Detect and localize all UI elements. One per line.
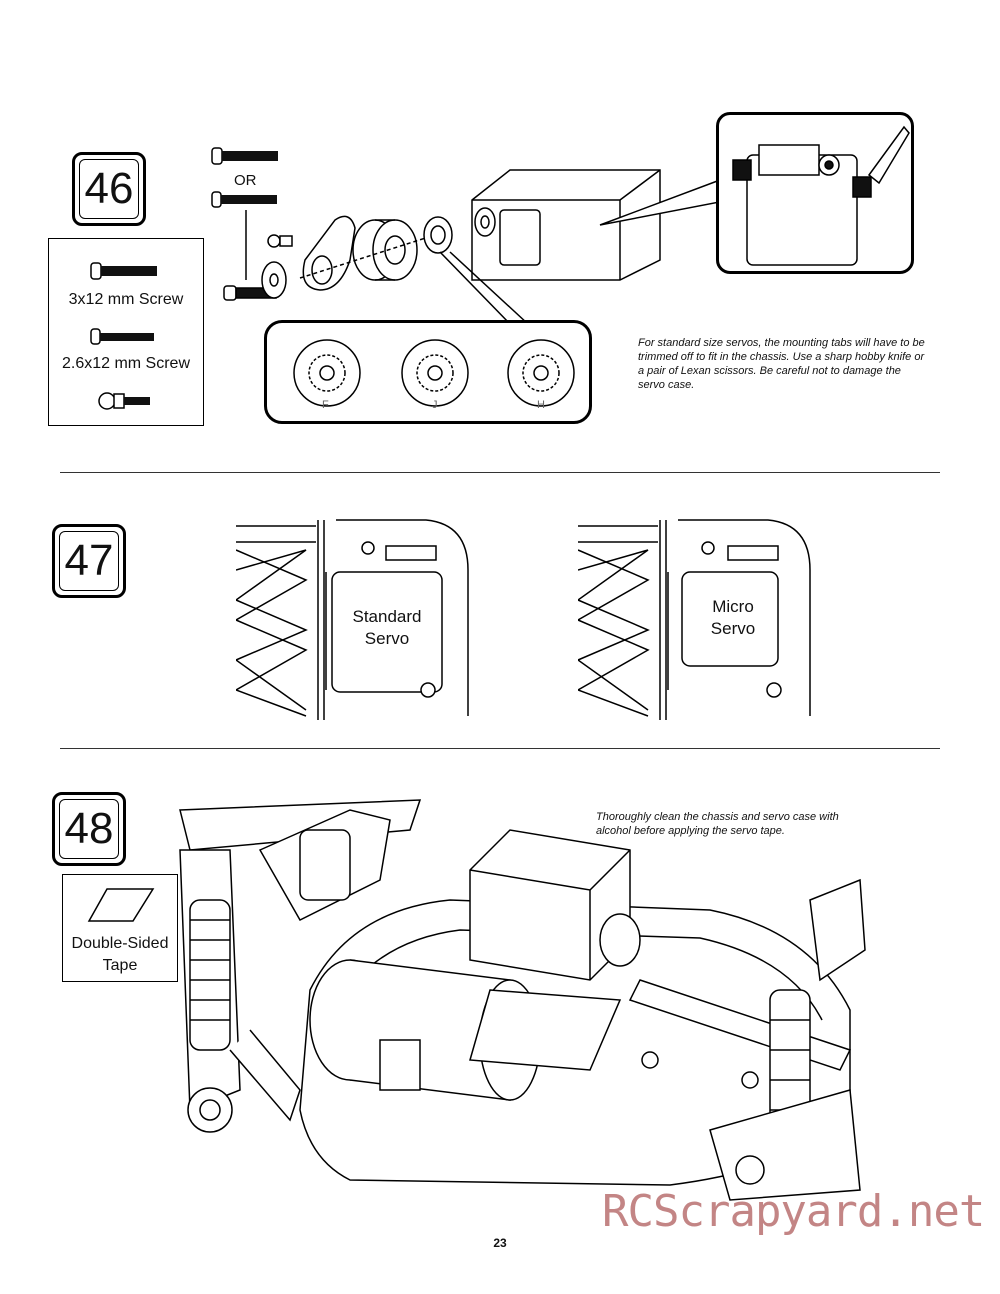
divider-2 [60,748,940,749]
step-48-note: Thoroughly clean the chassis and servo c… [596,811,839,837]
divider-1 [60,472,940,473]
spline-options-inset: F J H [264,320,592,424]
screw-3x12-icon [90,262,157,280]
screw-3x12-label: 3x12 mm Screw [68,291,184,308]
step-46-note: For standard size servos, the mounting t… [638,337,925,391]
servo-trim-illustration [732,125,910,266]
ball-stud-icon [98,392,150,410]
tape-legend: Double-Sided Tape [62,874,178,982]
page-number: 23 [493,1236,507,1250]
buggy-chassis-illustration [179,799,866,1201]
tape-icon [87,888,155,922]
tape-label-line2: Tape [102,957,138,974]
step-46-badge: 46 [72,152,146,226]
micro-servo-label: Micro Servo [688,596,778,640]
chassis-standard-servo-diagram [236,519,469,720]
tape-label: Double-Sided Tape [63,933,177,977]
tape-label-line1: Double-Sided [71,935,169,952]
screw-2-6x12-label: 2.6x12 mm Screw [61,355,191,372]
spline-j-label: J [432,399,438,411]
spline-h-icon [507,339,575,407]
step-46-number: 46 [84,164,134,213]
standard-servo-label-line1: Standard [352,607,422,626]
spline-f-icon [293,339,361,407]
chassis-micro-servo-diagram [578,519,811,720]
micro-servo-label-line2: Servo [710,619,756,638]
step-47-number: 47 [64,536,114,585]
screw-2-6x12-icon [90,328,154,345]
or-label: OR [234,172,257,189]
screw-options-graphic [211,147,278,208]
servo-trim-inset [716,112,914,274]
step-47-badge: 47 [52,524,126,598]
micro-servo-label-line1: Micro [712,597,754,616]
site-watermark: RCScrapyard.net [602,1186,985,1237]
step-48-number: 48 [64,804,114,853]
standard-servo-label-line2: Servo [364,629,410,648]
standard-servo-label: Standard Servo [332,606,442,650]
step-48-badge: 48 [52,792,126,866]
hardware-legend: 3x12 mm Screw 2.6x12 mm Screw [48,238,204,426]
spline-h-label: H [537,399,545,411]
spline-j-icon [401,339,469,407]
servo-horn-exploded-diagram [223,169,732,325]
spline-f-label: F [322,399,329,411]
